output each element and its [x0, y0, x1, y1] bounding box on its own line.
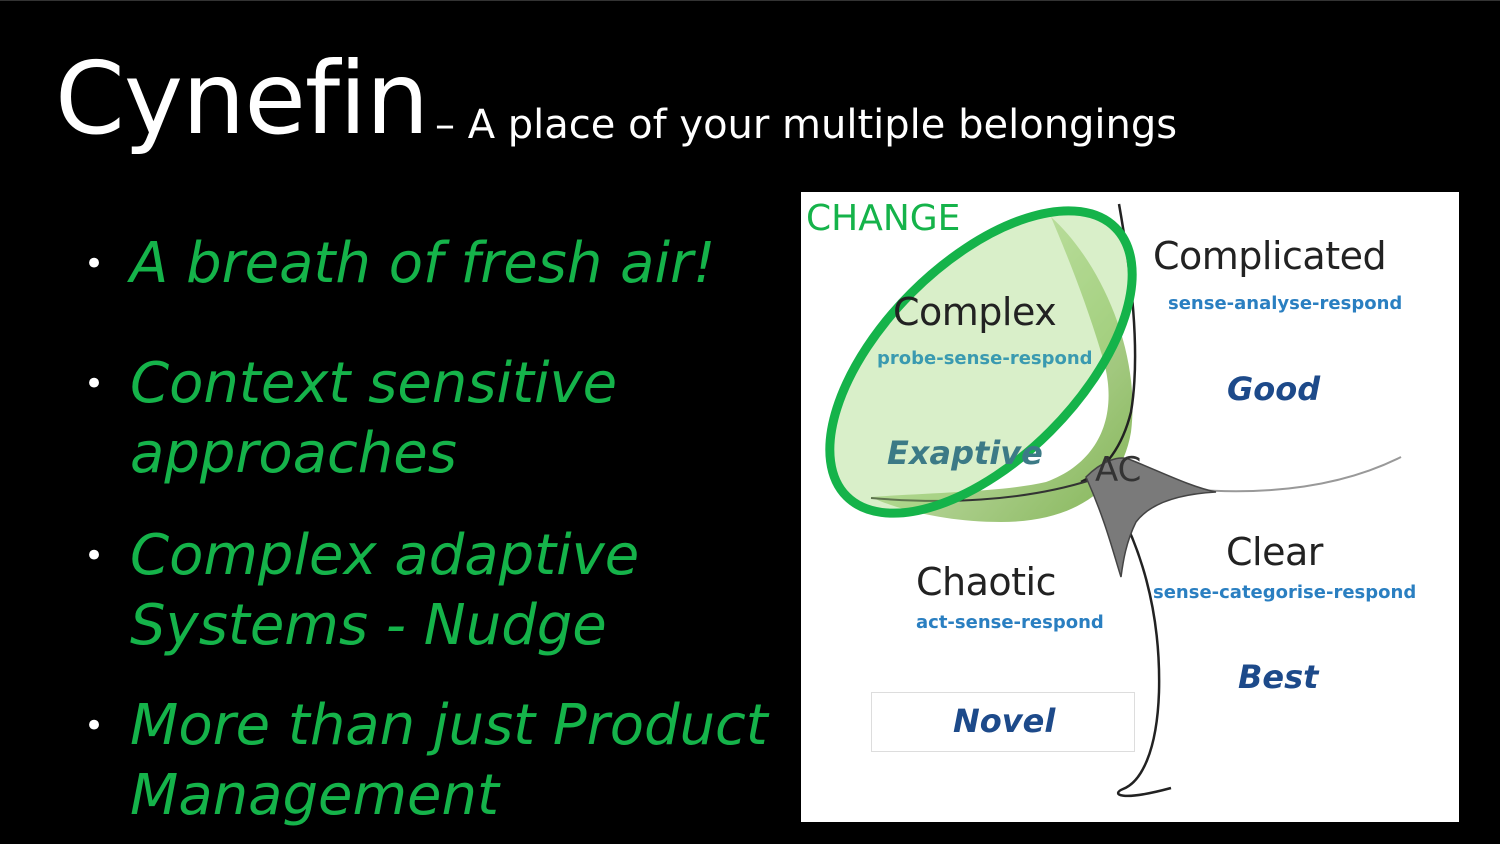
cynefin-framework-drawing: [825, 203, 1402, 798]
slide-title: Cynefin: [55, 40, 429, 157]
complicated-domain-title: Complicated: [1153, 234, 1387, 278]
domain-boundary-line: [870, 479, 1092, 502]
clear-practice: Best: [1238, 658, 1319, 696]
aporetic-center-area: [1085, 457, 1217, 578]
complex-practice: Exaptive: [887, 434, 1043, 472]
change-label: CHANGE: [806, 198, 961, 239]
complex-approach: probe-sense-respond: [877, 348, 1093, 369]
bullet-text: A breath of fresh air!: [130, 231, 716, 296]
bullet-text: Complex adaptive Systems - Nudge: [130, 523, 640, 658]
clear-approach: sense-categorise-respond: [1153, 582, 1417, 603]
bullet-text: More than just Product Management: [130, 693, 768, 828]
bullet-marker: •: [84, 536, 105, 576]
novel-practice-box: [871, 692, 1135, 752]
bullet-marker: •: [84, 244, 105, 284]
bullet-marker: •: [84, 706, 105, 746]
complicated-approach: sense-analyse-respond: [1168, 293, 1403, 314]
clear-domain-title: Clear: [1226, 530, 1323, 574]
bullet-item: • Complex adaptive Systems - Nudge: [80, 521, 690, 661]
change-highlight-ring: [825, 206, 1137, 518]
aporetic-label: AC: [1095, 450, 1142, 490]
bullet-text: Context sensitive approaches: [130, 351, 618, 486]
complicated-practice: Good: [1227, 370, 1321, 408]
cynefin-diagram: CHANGE AC Complex probe-sense-respond Ex…: [801, 192, 1459, 822]
bullet-item: • Context sensitive approaches: [80, 349, 690, 489]
bullet-item: • A breath of fresh air!: [80, 229, 715, 299]
bullet-marker: •: [84, 364, 105, 404]
bullet-item: • More than just Product Management: [80, 691, 770, 831]
slide-subtitle: – A place of your multiple belongings: [435, 102, 1178, 148]
chaotic-practice: Novel: [953, 702, 1056, 740]
complex-domain-title: Complex: [893, 290, 1057, 334]
domain-boundary-line: [1104, 486, 1172, 798]
chaotic-domain-title: Chaotic: [916, 560, 1057, 604]
chaotic-approach: act-sense-respond: [916, 612, 1104, 633]
